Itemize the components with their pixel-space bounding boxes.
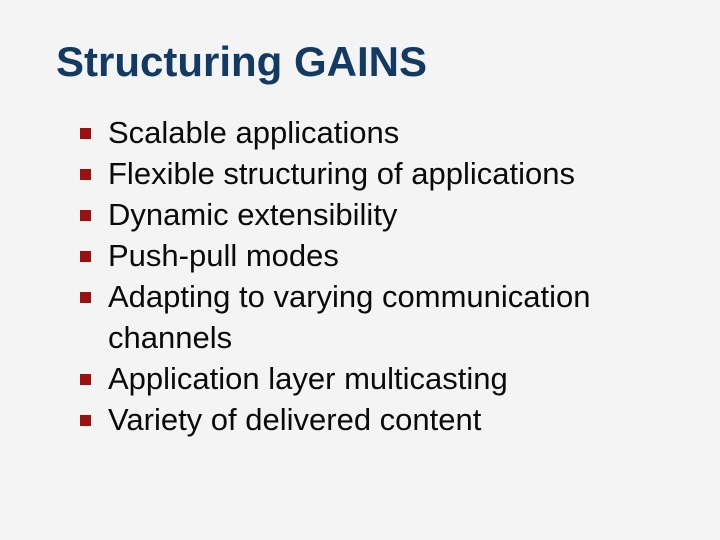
list-item: Scalable applications [78,112,698,153]
list-item-label: Dynamic extensibility [108,197,398,232]
list-item: Variety of delivered content [78,399,698,440]
list-item-label: Push-pull modes [108,238,339,273]
bullet-list: Scalable applications Flexible structuri… [78,112,698,440]
list-item: Application layer multicasting [78,358,698,399]
square-bullet-icon [80,374,91,385]
list-item: Dynamic extensibility [78,194,698,235]
square-bullet-icon [80,415,91,426]
list-item-label: Application layer multicasting [108,361,508,396]
square-bullet-icon [80,169,91,180]
list-item-label: Scalable applications [108,115,400,150]
list-item-label: Variety of delivered content [108,402,482,437]
list-item-label: Adapting to varying communication channe… [108,279,591,355]
list-item: Adapting to varying communication channe… [78,276,698,358]
list-item-label: Flexible structuring of applications [108,156,575,191]
list-item: Flexible structuring of applications [78,153,698,194]
square-bullet-icon [80,210,91,221]
square-bullet-icon [80,128,91,139]
square-bullet-icon [80,292,91,303]
list-item: Push-pull modes [78,235,698,276]
page-title: Structuring GAINS [56,38,428,85]
square-bullet-icon [80,251,91,262]
